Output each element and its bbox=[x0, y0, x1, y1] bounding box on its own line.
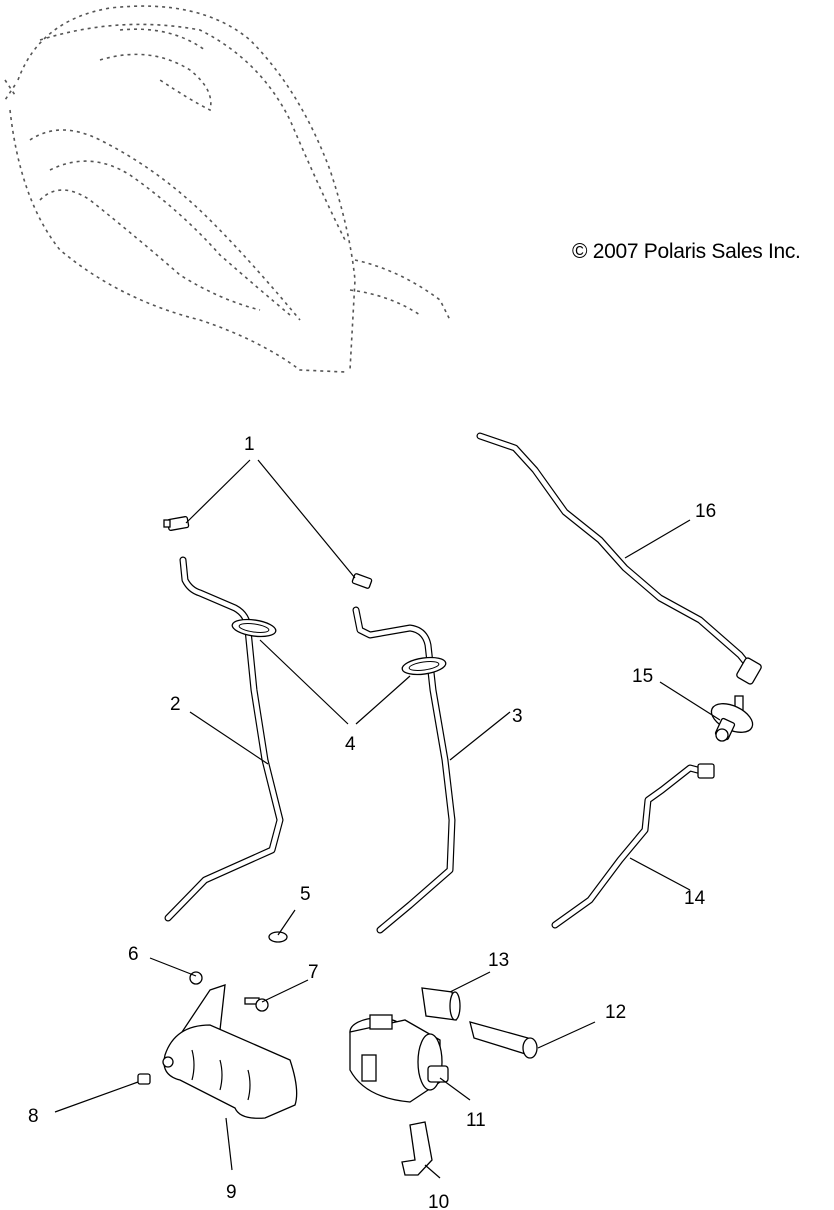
callout-13: 13 bbox=[488, 950, 509, 971]
screw-8 bbox=[137, 1073, 151, 1085]
fitting-1a bbox=[163, 516, 190, 531]
callout-16: 16 bbox=[695, 501, 716, 522]
callout-14: 14 bbox=[684, 888, 706, 909]
callout-2: 2 bbox=[170, 694, 181, 715]
callout-15: 15 bbox=[632, 666, 653, 687]
callout-4: 4 bbox=[345, 734, 356, 755]
fitting-1b bbox=[351, 573, 373, 589]
rollover-valve-15 bbox=[710, 695, 754, 742]
tube-12 bbox=[469, 1021, 538, 1059]
vent-hose-3 bbox=[352, 606, 456, 934]
screw-7 bbox=[244, 997, 269, 1012]
copyright-notice: © 2007 Polaris Sales Inc. bbox=[572, 240, 801, 263]
callout-labels: 1 2 3 4 5 6 7 8 9 10 11 12 13 14 15 16 bbox=[28, 434, 716, 1210]
callout-9: 9 bbox=[226, 1182, 237, 1203]
evap-canister-11 bbox=[349, 1014, 449, 1103]
vent-hose-2 bbox=[164, 556, 284, 922]
bracket-10 bbox=[401, 1121, 433, 1176]
callout-3: 3 bbox=[512, 706, 523, 727]
callout-8: 8 bbox=[28, 1106, 39, 1127]
clamp-4b bbox=[401, 656, 447, 676]
leader-lines bbox=[54, 459, 721, 1179]
callout-11: 11 bbox=[466, 1110, 486, 1131]
callout-1: 1 bbox=[244, 434, 255, 455]
callout-5: 5 bbox=[300, 884, 311, 905]
filter-13 bbox=[421, 987, 461, 1021]
callout-12: 12 bbox=[605, 1002, 626, 1023]
clamp-4a bbox=[231, 618, 277, 638]
vent-hose-16 bbox=[476, 432, 762, 685]
callout-7: 7 bbox=[308, 962, 319, 983]
callout-6: 6 bbox=[128, 944, 139, 965]
canister-shield-9 bbox=[162, 984, 298, 1119]
callout-10: 10 bbox=[428, 1192, 449, 1210]
vent-hose-14 bbox=[551, 763, 715, 929]
clip-5 bbox=[268, 931, 288, 943]
fuel-tank-outline bbox=[4, 5, 451, 373]
